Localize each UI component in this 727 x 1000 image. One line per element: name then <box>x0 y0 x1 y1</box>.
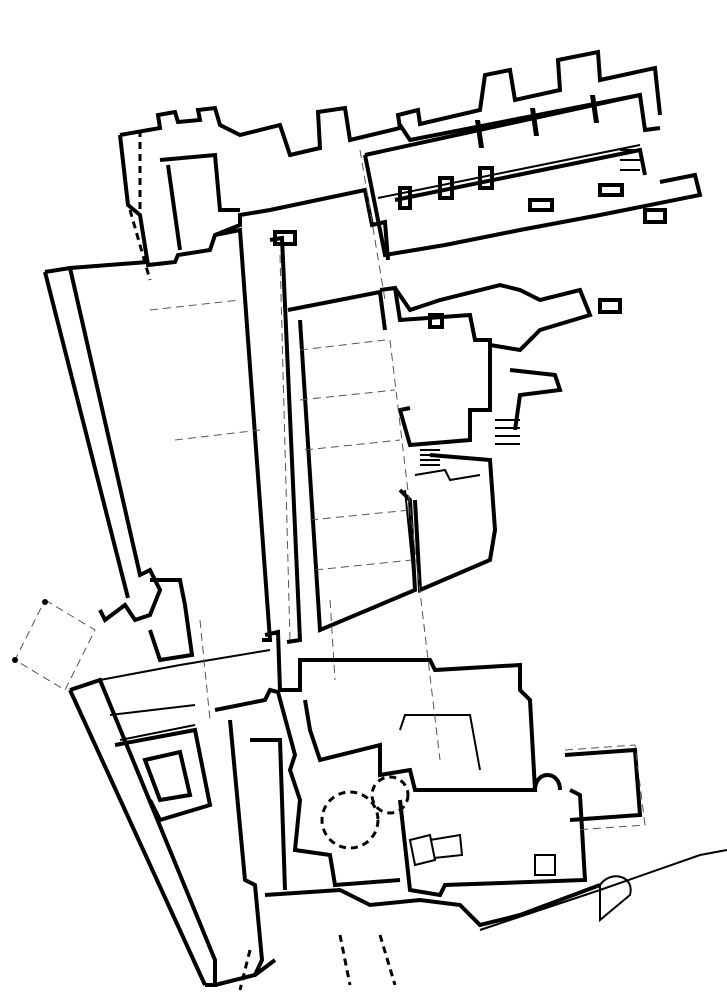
north-range <box>118 49 703 281</box>
south-complex <box>214 629 727 991</box>
great-hall <box>43 227 418 681</box>
east-courtyard <box>379 149 640 593</box>
alignment-guides <box>149 149 441 761</box>
west-gatehouse <box>12 578 271 987</box>
